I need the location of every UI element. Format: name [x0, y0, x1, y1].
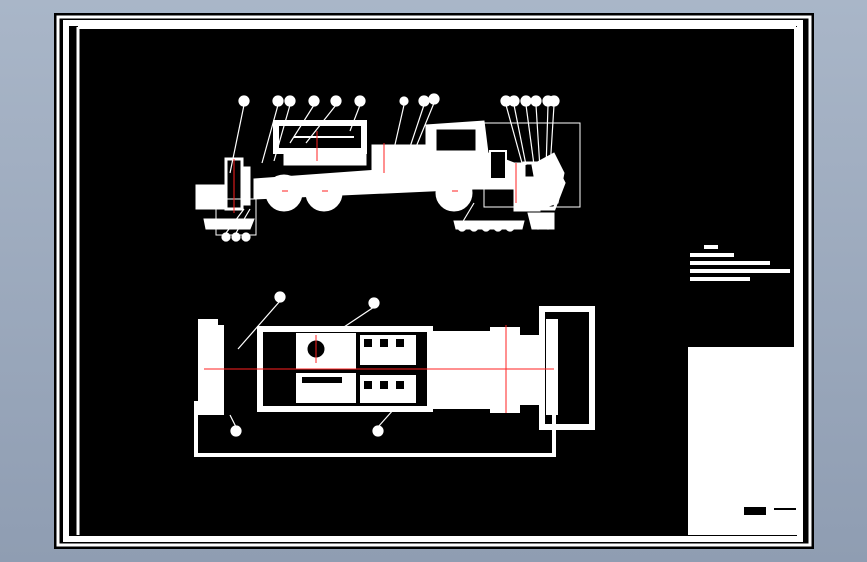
title-block-mark — [744, 507, 766, 515]
sheet-inner-border — [63, 20, 803, 542]
side-view — [195, 120, 581, 236]
side-view-balloons — [229, 93, 560, 174]
plan-view-balloons — [229, 291, 395, 437]
cad-viewport[interactable] — [54, 13, 814, 549]
side-view-bottom-balloons — [221, 202, 553, 242]
title-block — [688, 347, 796, 535]
side-view-centerlines — [233, 131, 517, 213]
technical-notes — [690, 245, 790, 281]
sheet-outer-border — [56, 15, 812, 547]
cad-drawing — [56, 15, 812, 547]
plan-view — [194, 306, 595, 457]
plan-view-details — [302, 339, 404, 389]
plan-view-centerline — [204, 325, 554, 413]
